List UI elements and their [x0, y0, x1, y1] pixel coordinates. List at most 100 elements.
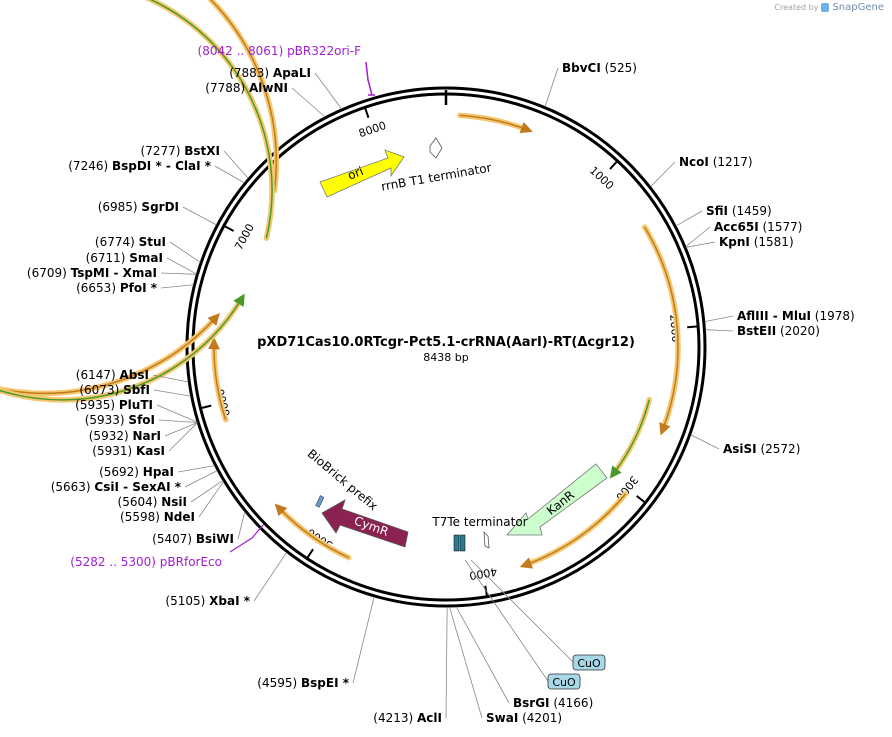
site-leader-line [685, 226, 711, 247]
green-arc-1-outline [610, 396, 653, 477]
site-leader-line [153, 389, 191, 397]
feature-cuo-1: CuO [572, 654, 606, 671]
site-label: (4595) BspEI * [257, 676, 349, 690]
site-coord: (1577) [759, 220, 803, 234]
orf-arc-4 [274, 503, 350, 559]
site-label: SwaI (4201) [486, 711, 562, 725]
site-coord: (1978) [811, 309, 855, 323]
site-name: Acc65I [714, 220, 759, 234]
site-label: BbvCI (525) [562, 61, 637, 75]
site-name: XbaI * [209, 594, 251, 608]
site-label: KpnI (1581) [719, 235, 794, 249]
site-name: KpnI [719, 235, 750, 249]
tick-mark [609, 160, 619, 170]
tick-label: 4000 [468, 565, 498, 582]
orf-arc-2 [643, 226, 679, 436]
site-label: AflIII - MluI (1978) [737, 309, 855, 323]
cymr-arrow [321, 499, 409, 548]
site-name: SfiI [706, 204, 728, 218]
site-coord: (7246) [68, 159, 112, 173]
site-name: NdeI [164, 510, 195, 524]
tick-mark [363, 107, 370, 119]
site-name: BsiWI [196, 532, 234, 546]
site-label: (6653) PfoI * [76, 281, 158, 295]
site-label: SfiI (1459) [706, 204, 772, 218]
cuo-leader-line [470, 559, 574, 663]
site-leader-line [544, 67, 559, 107]
tick-mark [223, 224, 235, 232]
site-coord: (5935) [75, 398, 119, 412]
site-label: (5935) PluTI [75, 398, 153, 412]
site-coord: (6774) [95, 235, 139, 249]
site-name: BsrGI [513, 696, 550, 710]
site-name: AbsI [120, 368, 149, 382]
cuo-label-2: CuO [552, 676, 576, 689]
site-coord: (525) [601, 61, 637, 75]
site-label: (6709) TspMI - XmaI [27, 266, 157, 280]
ori-arrow [319, 149, 405, 198]
plasmid-length: 8438 bp [423, 351, 468, 364]
site-leader-line [177, 465, 215, 473]
site-label: (7788) AlwNI [205, 81, 288, 95]
orf-arc-6 [0, 0, 278, 395]
site-label: (5692) HpaI [99, 465, 174, 479]
site-coord: (1459) [728, 204, 772, 218]
site-name: AflIII - MluI [737, 309, 811, 323]
site-name: AlwNI [249, 81, 288, 95]
site-label: (5932) NarI [89, 429, 161, 443]
feature-cuo-2: CuO [547, 673, 581, 690]
site-coord: (5932) [89, 429, 133, 443]
site-label: BstEII (2020) [737, 324, 820, 338]
ori-label: ori [346, 164, 366, 183]
site-coord: (6073) [79, 383, 123, 397]
cuo-box-1 [572, 654, 606, 671]
site-coord: (5604) [118, 495, 162, 509]
site-label: (6711) SmaI [86, 251, 163, 265]
site-name: SmaI [129, 251, 163, 265]
site-label: (5604) NsiI [118, 495, 187, 509]
site-label: (5663) CsiI - SexAI * [51, 480, 182, 494]
site-coord: (5692) [99, 465, 143, 479]
t7te-terminator-arrow [483, 530, 490, 549]
primer-label: (8042 .. 8061) pBR322ori-F [198, 44, 362, 58]
site-name: KasI [136, 444, 165, 458]
primer-range: (5282 .. 5300) [70, 555, 160, 569]
site-name: BstXI [184, 144, 220, 158]
primer-label: (5282 .. 5300) pBRforEco [70, 555, 222, 569]
site-leader-line [152, 374, 189, 383]
site-coord: (6147) [76, 368, 120, 382]
site-name: AsiSI [723, 442, 757, 456]
site-leader-line [690, 434, 720, 450]
primer-pbr322ori-f-mark [365, 61, 375, 96]
site-leader-line [166, 257, 197, 275]
site-name: BspDI * - ClaI * [112, 159, 212, 173]
site-name: SgrDI [141, 200, 179, 214]
rrnb-terminator-arrow [429, 137, 443, 159]
site-coord: (6709) [27, 266, 71, 280]
t7te-terminator-label: T7Te terminator [431, 515, 527, 529]
site-leader-line [168, 422, 198, 452]
site-leader-line [291, 87, 326, 118]
green-arc-1 [609, 399, 651, 479]
site-leader-line [455, 606, 510, 704]
site-coord: (4166) [550, 696, 594, 710]
site-name: NsiI [161, 495, 187, 509]
site-leader-line [253, 552, 287, 602]
site-coord: (5931) [92, 444, 136, 458]
site-label: (6073) SbfI [79, 383, 150, 397]
primer-pbrforeco-mark [229, 523, 265, 553]
site-coord: (6711) [86, 251, 130, 265]
orf-arc-5-outline [211, 340, 229, 423]
site-coord: (6985) [98, 200, 142, 214]
orf-arc-5 [207, 337, 227, 421]
site-label: (6147) AbsI [76, 368, 149, 382]
site-coord: (5598) [120, 510, 164, 524]
site-coord: (5407) [152, 532, 196, 546]
primer-name: pBRforEco [160, 555, 222, 569]
site-label: NcoI (1217) [679, 155, 753, 169]
site-coord: (5933) [85, 413, 129, 427]
site-coord: (5105) [165, 594, 209, 608]
orf-arc-3 [519, 493, 627, 569]
biobrick-box [315, 495, 325, 508]
